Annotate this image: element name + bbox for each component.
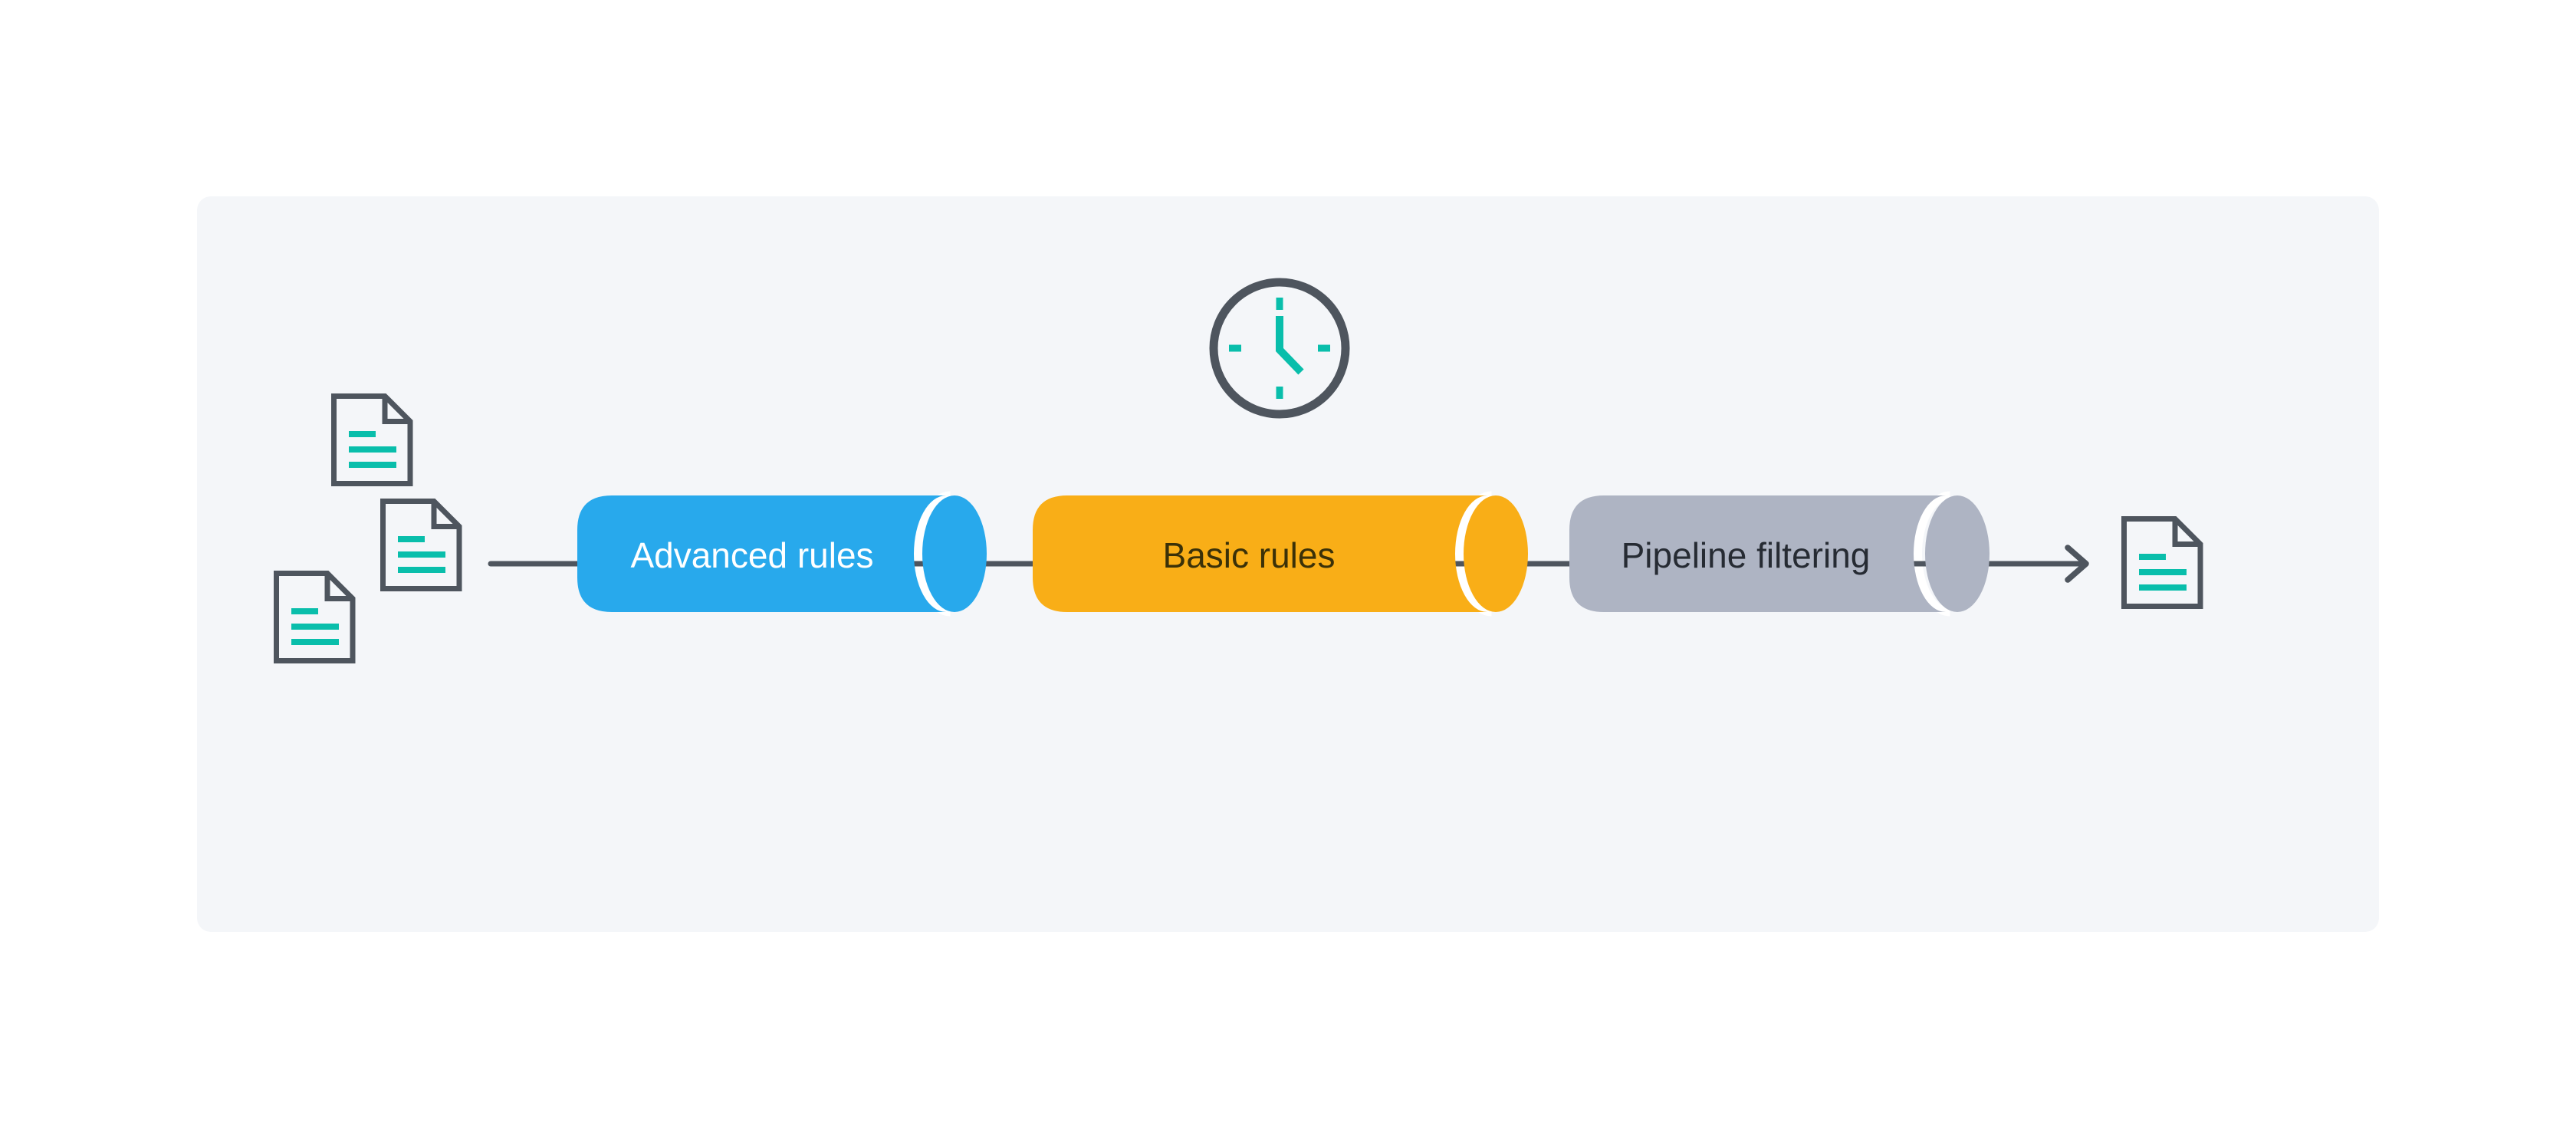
cylinder-body [577,495,946,612]
clock-hands [1276,316,1304,375]
arrow-right-icon [2065,545,2089,583]
clock-tick-9 [1229,344,1241,352]
clock-icon [1209,278,1350,419]
cylinder-cap [1464,495,1528,612]
stage-label: Pipeline filtering [1622,535,1871,575]
clock-tick-6 [1276,387,1283,399]
stage-label: Basic rules [1163,535,1336,575]
stage-label: Advanced rules [630,535,873,575]
cylinder-body [1569,495,1946,612]
stage-basic-rules: Basic rules [1033,495,1528,612]
clock-tick-12 [1276,298,1283,310]
clock-tick-3 [1318,344,1330,352]
cylinder-cap [1925,495,1990,612]
cylinder-cap [922,495,987,612]
cylinder-gap-arc [1914,491,1950,617]
cylinder-body [1033,495,1487,612]
cylinder-gap-arc [914,491,951,617]
cylinder-gap-arc [1455,491,1492,617]
stage-pipeline-filtering: Pipeline filtering [1569,495,1990,612]
clock-face [1209,278,1350,419]
stage-advanced-rules: Advanced rules [577,495,987,612]
